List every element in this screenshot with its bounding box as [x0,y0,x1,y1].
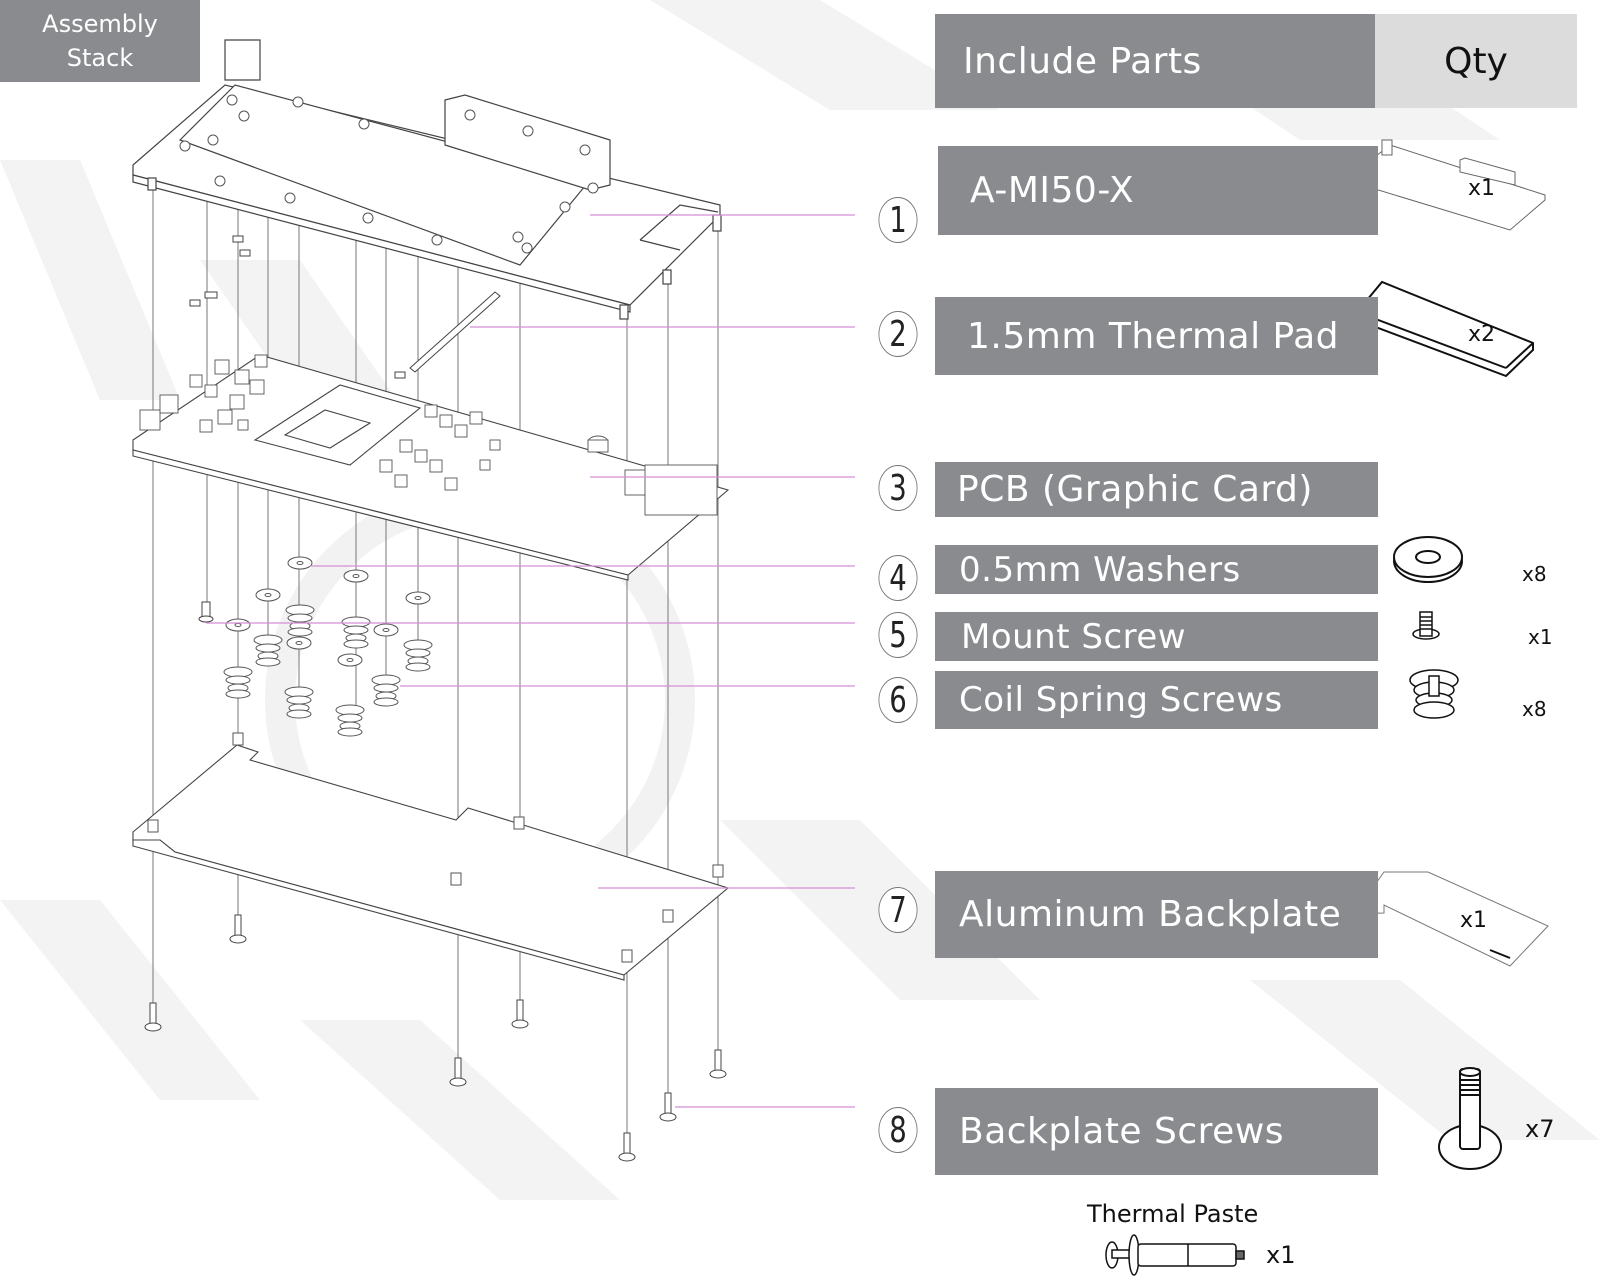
coil-spring-screw-icon [1409,669,1459,719]
coil-springs-drawing [223,604,433,737]
part-name-8: Backplate Screws [935,1088,1378,1175]
callout-3: 3 [878,465,918,511]
mount-screw-drawing [198,601,214,623]
part-qty-7: x1 [1460,908,1488,933]
water-block-drawing [132,39,722,320]
thermal-paste-qty: x1 [1266,1241,1296,1269]
callout-4: 4 [878,555,918,601]
part-qty-4: x8 [1522,562,1547,586]
callout-5: 5 [878,612,918,658]
part-qty-2: x2 [1468,322,1496,347]
backplate-screws-drawing [144,914,727,1162]
leader-lines [206,214,855,1108]
part-name-2: 1.5mm Thermal Pad [935,297,1378,375]
water-block-icon [1351,139,1546,231]
callout-7: 7 [878,887,918,933]
washer-icon [1393,536,1463,583]
include-parts-header: Include Parts [935,14,1375,108]
backplate-screw-icon [1438,1067,1502,1170]
callout-6: 6 [878,677,918,723]
part-name-4: 0.5mm Washers [935,545,1378,594]
part-qty-8: x7 [1525,1115,1555,1143]
part-name-7: Aluminum Backplate [935,871,1378,958]
backplate-icon [1353,871,1549,967]
thermal-paste-label: Thermal Paste [1087,1200,1259,1228]
callout-1: 1 [878,197,918,243]
part-name-6: Coil Spring Screws [935,671,1378,729]
callout-2: 2 [878,311,918,357]
thermal-pad-icon [1356,280,1534,378]
part-qty-6: x8 [1522,697,1547,721]
part-name-1: A-MI50-X [938,146,1378,235]
part-name-3: PCB (Graphic Card) [935,462,1378,517]
thermal-paste-syringe-icon [1105,1234,1245,1276]
backplate-drawing [132,732,730,981]
pcb-drawing [132,354,730,581]
callout-8: 8 [878,1107,918,1153]
thermal-pad-drawing [189,235,501,379]
assembly-stack-title-line2: Stack [66,44,134,72]
assembly-stack-title-line1: Assembly [42,10,158,38]
part-name-5: Mount Screw [935,612,1378,661]
part-qty-5: x1 [1528,625,1553,649]
qty-header: Qty [1375,14,1577,108]
washers-drawing [225,556,431,667]
mount-screw-icon [1412,611,1440,640]
part-qty-1: x1 [1468,176,1496,201]
assembly-stack-title: Assembly Stack [0,0,200,82]
